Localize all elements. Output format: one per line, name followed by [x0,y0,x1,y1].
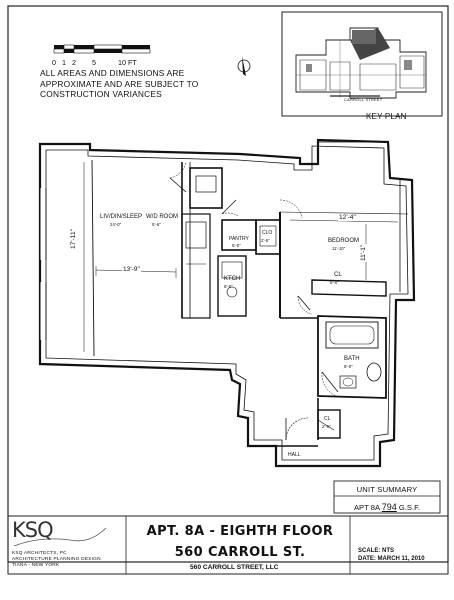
key-plan-caption: KEY PLAN [366,112,407,121]
room-area-bath: 8'-0" [344,364,353,369]
room-label-wd: W/D ROOM [146,214,178,220]
room-area-kitchen: 8'-0" [224,284,233,289]
room-area-living: 24'-0" [110,222,122,227]
firm-name: KSQ ARCHITECTS, PC [12,551,67,556]
sheet-border [7,5,449,563]
room-label-living: LIV/DIN/SLEEP [100,214,143,220]
room-label-kitchen: KTCH [224,276,241,282]
unit-summary-box [333,480,441,514]
disclaimer-line: CONSTRUCTION VARIANCES [40,89,162,99]
firm-city: TIANA - NEW YORK [12,563,60,568]
room-label-bedroom: BEDROOM [328,238,360,244]
key-plan-diagram [281,11,443,117]
disclaimer-line: ALL AREAS AND DIMENSIONS ARE [40,68,185,78]
date-label: DATE: MARCH 11, 2010 [358,556,425,562]
room-area-linen: 2'-6" [322,424,331,429]
room-area-bedroom-closet: 5'-0" [330,280,339,285]
scale-tick-10: 10 FT [118,58,137,67]
unit-summary-value: 794 [381,502,397,512]
scale-tick-5: 5 [92,58,96,67]
address-title: 560 CARROLL ST. [174,544,306,561]
apartment-title: APT. 8A - EIGHTH FLOOR [146,523,334,540]
room-area-bedroom: 11'-10" [332,246,346,251]
title-block-frame [7,515,449,575]
room-label-closet: CLO [262,230,273,236]
disclaimer-line: APPROXIMATE AND ARE SUBJECT TO [40,78,199,89]
room-label-hall: HALL [288,452,301,458]
disclaimer-note: ALL AREAS AND DIMENSIONS ARE APPROXIMATE… [40,68,199,100]
room-area-wd: 5'-6" [152,222,161,227]
dimension-bedroom-height: 11'-1" [360,243,367,262]
room-label-pantry: PANTRY [229,236,249,242]
room-area-pantry: 5'-0" [232,243,241,248]
firm-services: ARCHITECTURE PLANNING DESIGN [12,557,101,562]
scale-bar [53,44,151,54]
dimension-bedroom-width: 12'-4" [338,214,357,221]
scale-tick-1: 1 [62,58,66,67]
room-label-bedroom-closet: CL [334,272,342,278]
room-area-closet: 2'-6" [261,238,270,243]
scale-tick-0: 0 [52,58,56,67]
room-label-bath: BATH [344,356,360,362]
scale-label: SCALE: NTS [358,548,394,554]
dimension-living-height: 17'-11" [70,228,77,250]
unit-summary-unit: G.S.F. [398,503,420,512]
unit-summary-row: APT 8A 794 G.S.F. [334,502,440,512]
logo-swoosh-icon [13,527,107,547]
unit-summary-title: UNIT SUMMARY [356,485,418,494]
dimension-living-width: 13'-9" [122,266,141,273]
unit-summary-label: APT 8A [353,503,380,512]
plan-walls [38,138,416,468]
room-label-linen: CL [324,416,331,422]
owner-name: 560 CARROLL STREET, LLC [190,564,279,571]
key-plan-street-label: CARROLL STREET [344,97,383,102]
north-arrow-icon [237,56,251,76]
firm-logo: KSQ [12,518,54,542]
scale-tick-2: 2 [72,58,76,67]
